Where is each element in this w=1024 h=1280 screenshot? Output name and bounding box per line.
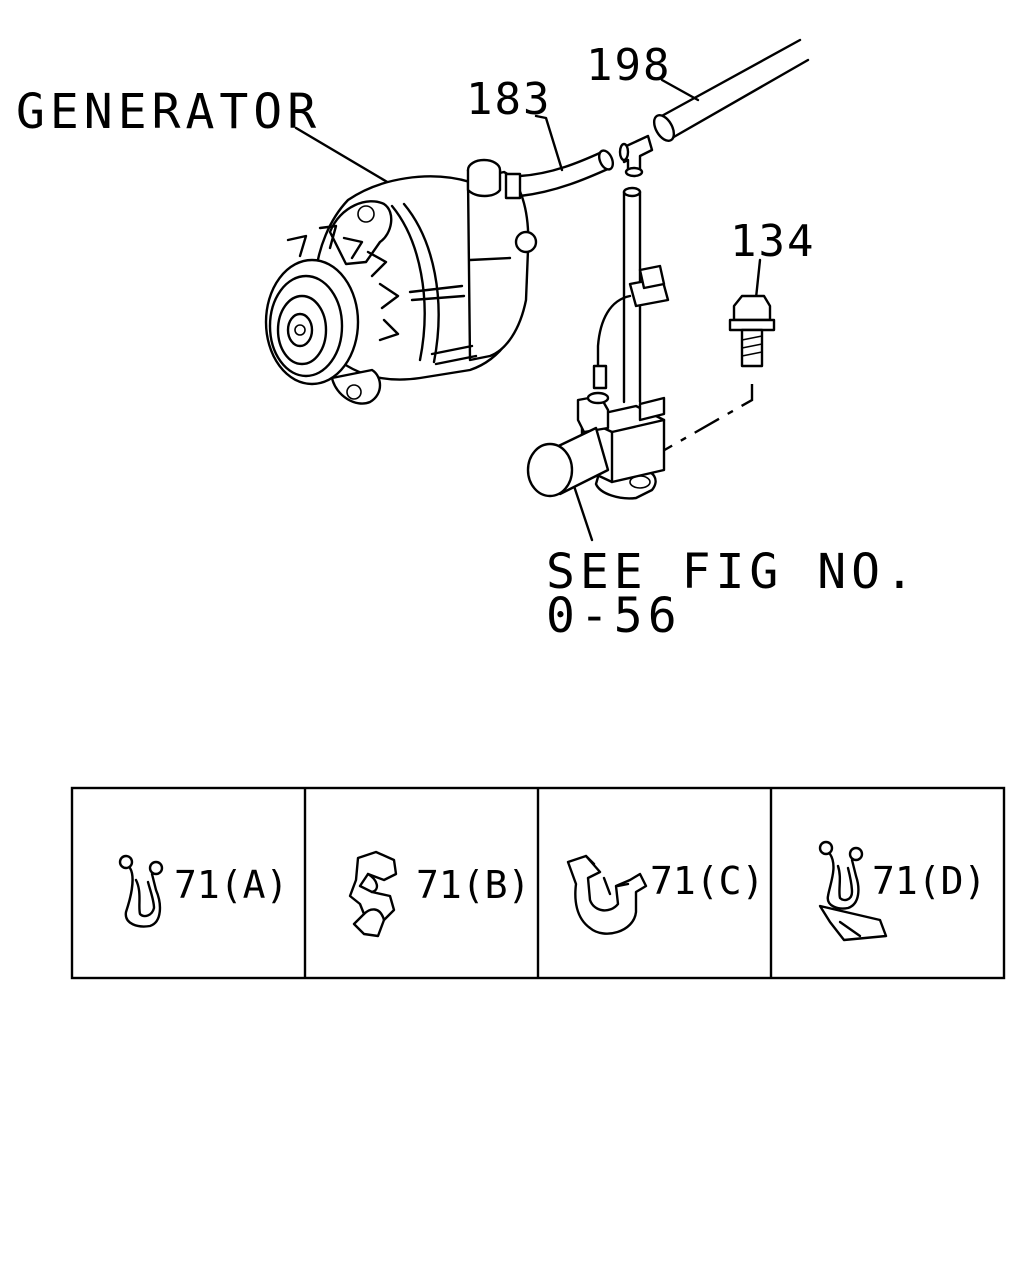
solenoid-valve [526,391,666,500]
see-fig-label-line1: SEE FIG NO. [546,544,919,600]
see-fig-leader [572,484,594,542]
clip-cell-a: 71(A) [118,854,288,928]
part-183-leader [534,114,564,172]
part-198-label: 198 [586,40,671,91]
clip-cell-b: 71(B) [348,850,530,938]
hose-198 [652,38,810,142]
clip-cell-d: 71(D) [818,840,986,942]
part-134-label: 134 [730,216,815,267]
t-joint [618,134,654,178]
bolt-134 [728,294,776,368]
clip-b-icon [348,850,398,938]
generator-leader [294,126,396,188]
clip-d-icon [818,840,888,942]
sensor-connector [592,264,670,390]
clip-table [70,786,1006,980]
clip-a-label: 71(A) [174,863,288,907]
clip-c-icon [566,854,648,935]
hose-183 [504,149,615,200]
clip-cell-c: 71(C) [566,854,764,935]
part-198-leader [660,78,700,102]
leader-lines [294,78,762,542]
clip-b-label: 71(B) [416,863,530,907]
clip-c-label: 71(C) [650,859,764,903]
clip-a-icon [118,854,164,928]
see-fig-label-line2: 0-56 [546,588,682,644]
bolt-centerline [653,384,754,458]
clip-d-label: 71(D) [872,859,986,903]
generator-drawing [264,158,538,405]
generator-label: GENERATOR [16,84,321,140]
part-134-leader [754,258,762,300]
